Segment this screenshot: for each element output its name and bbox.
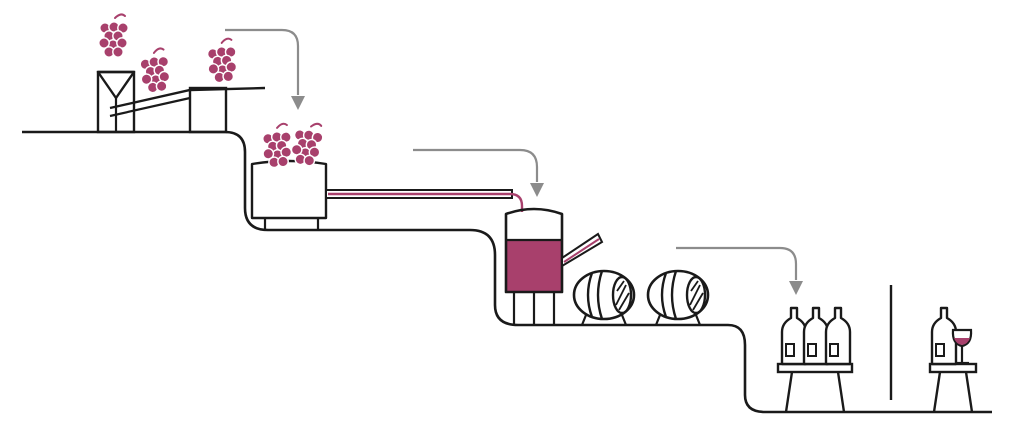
grape-bunch-icon <box>97 13 130 59</box>
grape-bunch-icon <box>204 36 240 85</box>
arrow-head-icon <box>291 96 305 110</box>
crusher-vat-icon <box>250 159 524 230</box>
wine-bottle-icon <box>802 306 830 366</box>
table-icon <box>928 362 978 413</box>
flow-arrow <box>676 246 798 280</box>
conveyor-icon <box>109 86 266 134</box>
barrel-icon <box>646 269 710 326</box>
table-icon <box>776 362 854 413</box>
flow-arrow <box>413 148 539 182</box>
hopper-icon <box>96 70 136 134</box>
wine-glass-icon <box>951 328 973 365</box>
arrow-head-icon <box>530 183 544 197</box>
arrow-head-icon <box>789 281 803 295</box>
terrain-line <box>22 130 992 414</box>
grape-bunch-icon <box>288 119 326 169</box>
fermentation-tank-icon <box>504 207 604 325</box>
flow-arrow <box>225 28 300 95</box>
grape-bunch-icon <box>136 46 174 96</box>
wine-bottle-icon <box>780 306 808 366</box>
wine-bottle-icon <box>824 306 852 366</box>
barrel-icon <box>572 269 636 326</box>
